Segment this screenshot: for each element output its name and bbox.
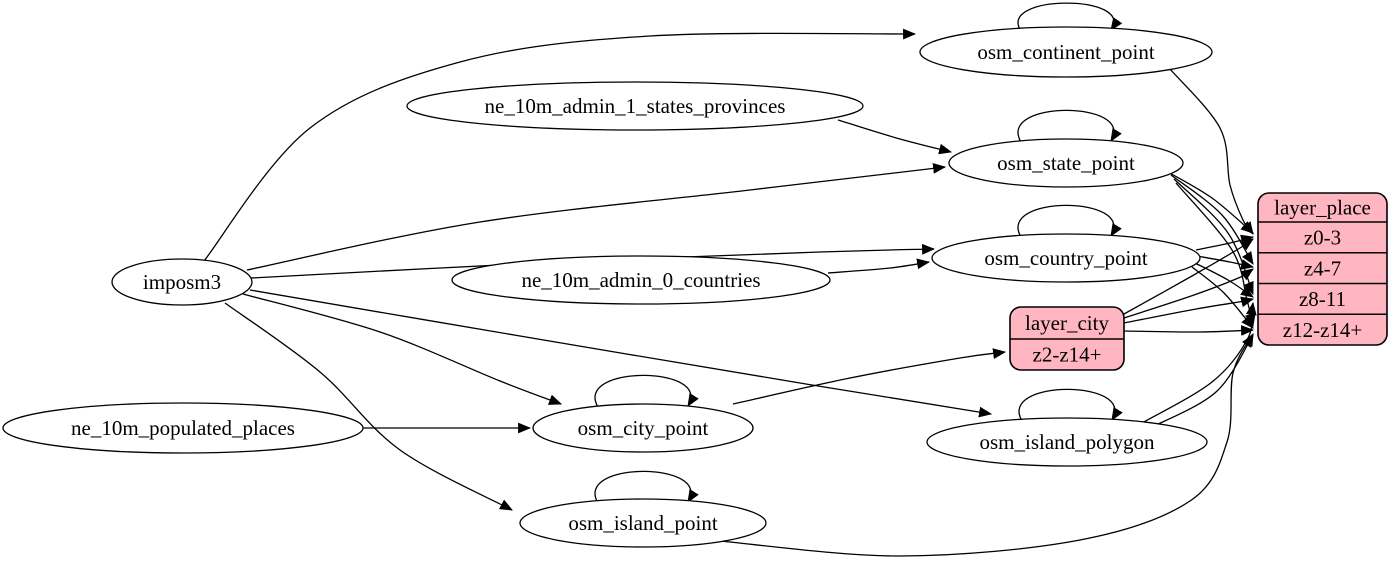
edge-imposm3-to-osm_island_polygon — [249, 289, 993, 418]
edge-osm_city_point-to-layer_city:z2-z14+ — [732, 348, 1007, 405]
edge-layer_city-to-layer_place:z4-7 — [1123, 268, 1254, 319]
node-shape-osm_island_polygon — [926, 417, 1208, 467]
node-shape-osm_city_point — [532, 403, 754, 453]
record-layer_place: layer_place z0-3 z4-7 z8-11 z12-z14+ — [1257, 192, 1388, 346]
node-shape-osm_state_point — [948, 138, 1184, 188]
self-loop-osm_island_polygon-to-osm_island_polygon — [1018, 388, 1123, 422]
node-shape-ne_10m_admin_0_countries — [451, 255, 831, 305]
node-osm_continent_point: osm_continent_point — [919, 26, 1213, 78]
self-loop-osm_continent_point-to-osm_continent_point — [1017, 2, 1123, 32]
record-row-layer_place-z0-3: z0-3 — [1304, 226, 1341, 250]
nodes-layer: imposm3 ne_10m_admin_1_states_provincesne… — [2, 26, 1388, 548]
node-osm_island_point: osm_island_point — [519, 498, 767, 548]
edge-layer_city-to-layer_place:z8-11 — [1123, 296, 1255, 324]
self-loop-osm_state_point-to-osm_state_point — [1017, 109, 1122, 143]
node-ne_10m_admin_0_countries: ne_10m_admin_0_countries — [451, 255, 831, 305]
edge-imposm3-to-osm_island_point — [224, 302, 513, 511]
self-loop-osm_city_point-to-osm_city_point — [594, 374, 699, 408]
record-row-layer_place-z4-7: z4-7 — [1304, 256, 1341, 280]
edge-osm_country_point-to-layer_place:z8-11 — [1194, 262, 1254, 298]
node-label-osm_state_point: osm_state_point — [997, 151, 1135, 175]
node-label-ne_10m_admin_1_states_provinces: ne_10m_admin_1_states_provinces — [485, 94, 786, 118]
self-loop-osm_island_point-to-osm_island_point — [594, 470, 699, 504]
edge-ne_10m_admin_1_states_provinces-to-osm_state_point — [837, 119, 953, 155]
node-label-osm_city_point: osm_city_point — [578, 416, 709, 440]
node-label-osm_country_point: osm_country_point — [984, 246, 1147, 270]
edge-imposm3-to-osm_city_point — [242, 293, 563, 405]
record-shape-layer_place — [1257, 192, 1388, 346]
edge-layer_city-to-layer_place:z12-z14+ — [1123, 325, 1255, 336]
node-osm_island_polygon: osm_island_polygon — [926, 417, 1208, 467]
node-label-osm_island_point: osm_island_point — [568, 511, 718, 535]
node-shape-osm_island_point — [519, 498, 767, 548]
record-layer_city: layer_city z2-z14+ — [1009, 306, 1125, 371]
node-osm_country_point: osm_country_point — [931, 233, 1201, 283]
node-label-osm_island_polygon: osm_island_polygon — [979, 430, 1155, 454]
edge-osm_island_point-to-layer_place:z12-z14+ — [719, 333, 1254, 557]
record-row-layer_city-z2-z14+: z2-z14+ — [1033, 343, 1102, 367]
node-label-imposm3: imposm3 — [143, 270, 221, 294]
node-osm_city_point: osm_city_point — [532, 403, 754, 453]
node-ne_10m_admin_1_states_provinces: ne_10m_admin_1_states_provinces — [406, 81, 864, 131]
node-imposm3: imposm3 — [111, 258, 253, 306]
node-shape-imposm3 — [111, 258, 253, 306]
node-shape-osm_continent_point — [919, 26, 1213, 78]
edge-imposm3-to-osm_continent_point — [203, 28, 917, 262]
edge-osm_country_point-to-layer_place:z0-3 — [1195, 234, 1255, 251]
edge-osm_island_polygon-to-layer_place:z8-11 — [1141, 301, 1257, 424]
edge-imposm3-to-osm_state_point — [246, 163, 947, 271]
record-title-layer_city: layer_city — [1025, 311, 1109, 335]
edge-osm_state_point-to-layer_place:z0-3 — [1167, 171, 1254, 234]
edge-osm_island_polygon-to-layer_place:z12-z14+ — [1149, 334, 1254, 429]
record-row-layer_place-z12-z14+: z12-z14+ — [1283, 318, 1362, 342]
node-osm_state_point: osm_state_point — [948, 138, 1184, 188]
edges-layer — [203, 2, 1257, 557]
node-label-ne_10m_populated_places: ne_10m_populated_places — [71, 416, 295, 440]
node-shape-osm_country_point — [931, 233, 1201, 283]
edge-osm_country_point-to-layer_place:z4-7 — [1196, 255, 1255, 270]
node-ne_10m_populated_places: ne_10m_populated_places — [2, 402, 364, 454]
record-title-layer_place: layer_place — [1274, 196, 1371, 220]
edge-ne_10m_admin_0_countries-to-osm_country_point — [827, 258, 931, 274]
node-label-ne_10m_admin_0_countries: ne_10m_admin_0_countries — [521, 268, 760, 292]
node-shape-ne_10m_admin_1_states_provinces — [406, 81, 864, 131]
edge-layer_city-to-layer_place:z0-3 — [1123, 238, 1254, 315]
self-loop-osm_country_point-to-osm_country_point — [1017, 204, 1122, 238]
edge-osm_state_point-to-layer_place:z4-7 — [1170, 174, 1254, 265]
node-label-osm_continent_point: osm_continent_point — [977, 40, 1154, 64]
record-row-layer_place-z8-11: z8-11 — [1299, 287, 1346, 311]
node-shape-ne_10m_populated_places — [2, 402, 364, 454]
edge-osm_continent_point-to-layer_place:z0-3 — [1169, 68, 1254, 235]
